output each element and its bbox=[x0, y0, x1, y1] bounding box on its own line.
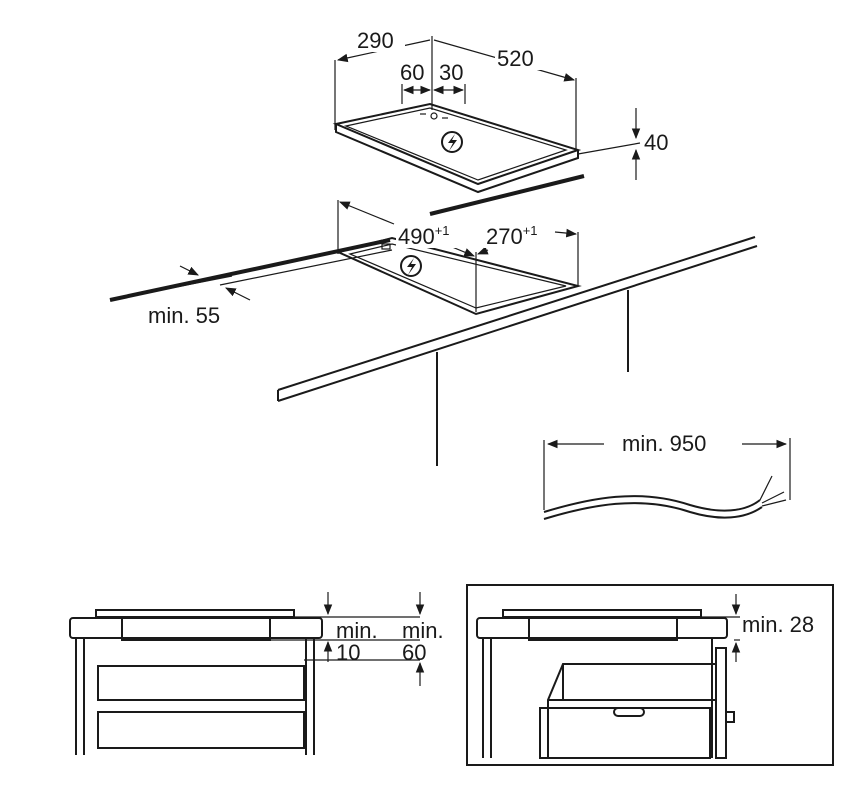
cutout-width-label: 490+1 bbox=[398, 223, 450, 249]
hob-height-label: 40 bbox=[644, 130, 668, 155]
hob-depth-label: 290 bbox=[357, 28, 394, 53]
section-oven bbox=[466, 584, 834, 766]
hob-hazard-icon bbox=[441, 131, 463, 153]
drawer-clearance-side-label: min. bbox=[402, 618, 444, 643]
hob-offset-left-label: 60 bbox=[400, 60, 424, 85]
cutout-dimensions bbox=[179, 201, 578, 301]
drawer-clearance-top-label: min. bbox=[336, 618, 378, 643]
hob-unit bbox=[332, 36, 641, 194]
section-drawer bbox=[69, 592, 425, 755]
cutout-hazard-icon bbox=[400, 255, 422, 277]
cutout-depth-label: 270+1 bbox=[486, 223, 538, 249]
hob-dimensions bbox=[336, 39, 641, 180]
cable-min-length-label: min. 950 bbox=[622, 431, 706, 456]
drawer-clearance-side-value: 60 bbox=[402, 640, 426, 665]
oven-clearance-label: min. 28 bbox=[742, 612, 814, 637]
cutout-opening bbox=[334, 200, 582, 316]
hob-offset-right-label: 30 bbox=[439, 60, 463, 85]
cutout-min-front-label: min. 55 bbox=[148, 303, 220, 328]
supply-cable bbox=[543, 438, 791, 520]
drawer-clearance-top-value: 10 bbox=[336, 640, 360, 665]
hob-width-label: 520 bbox=[497, 46, 534, 71]
